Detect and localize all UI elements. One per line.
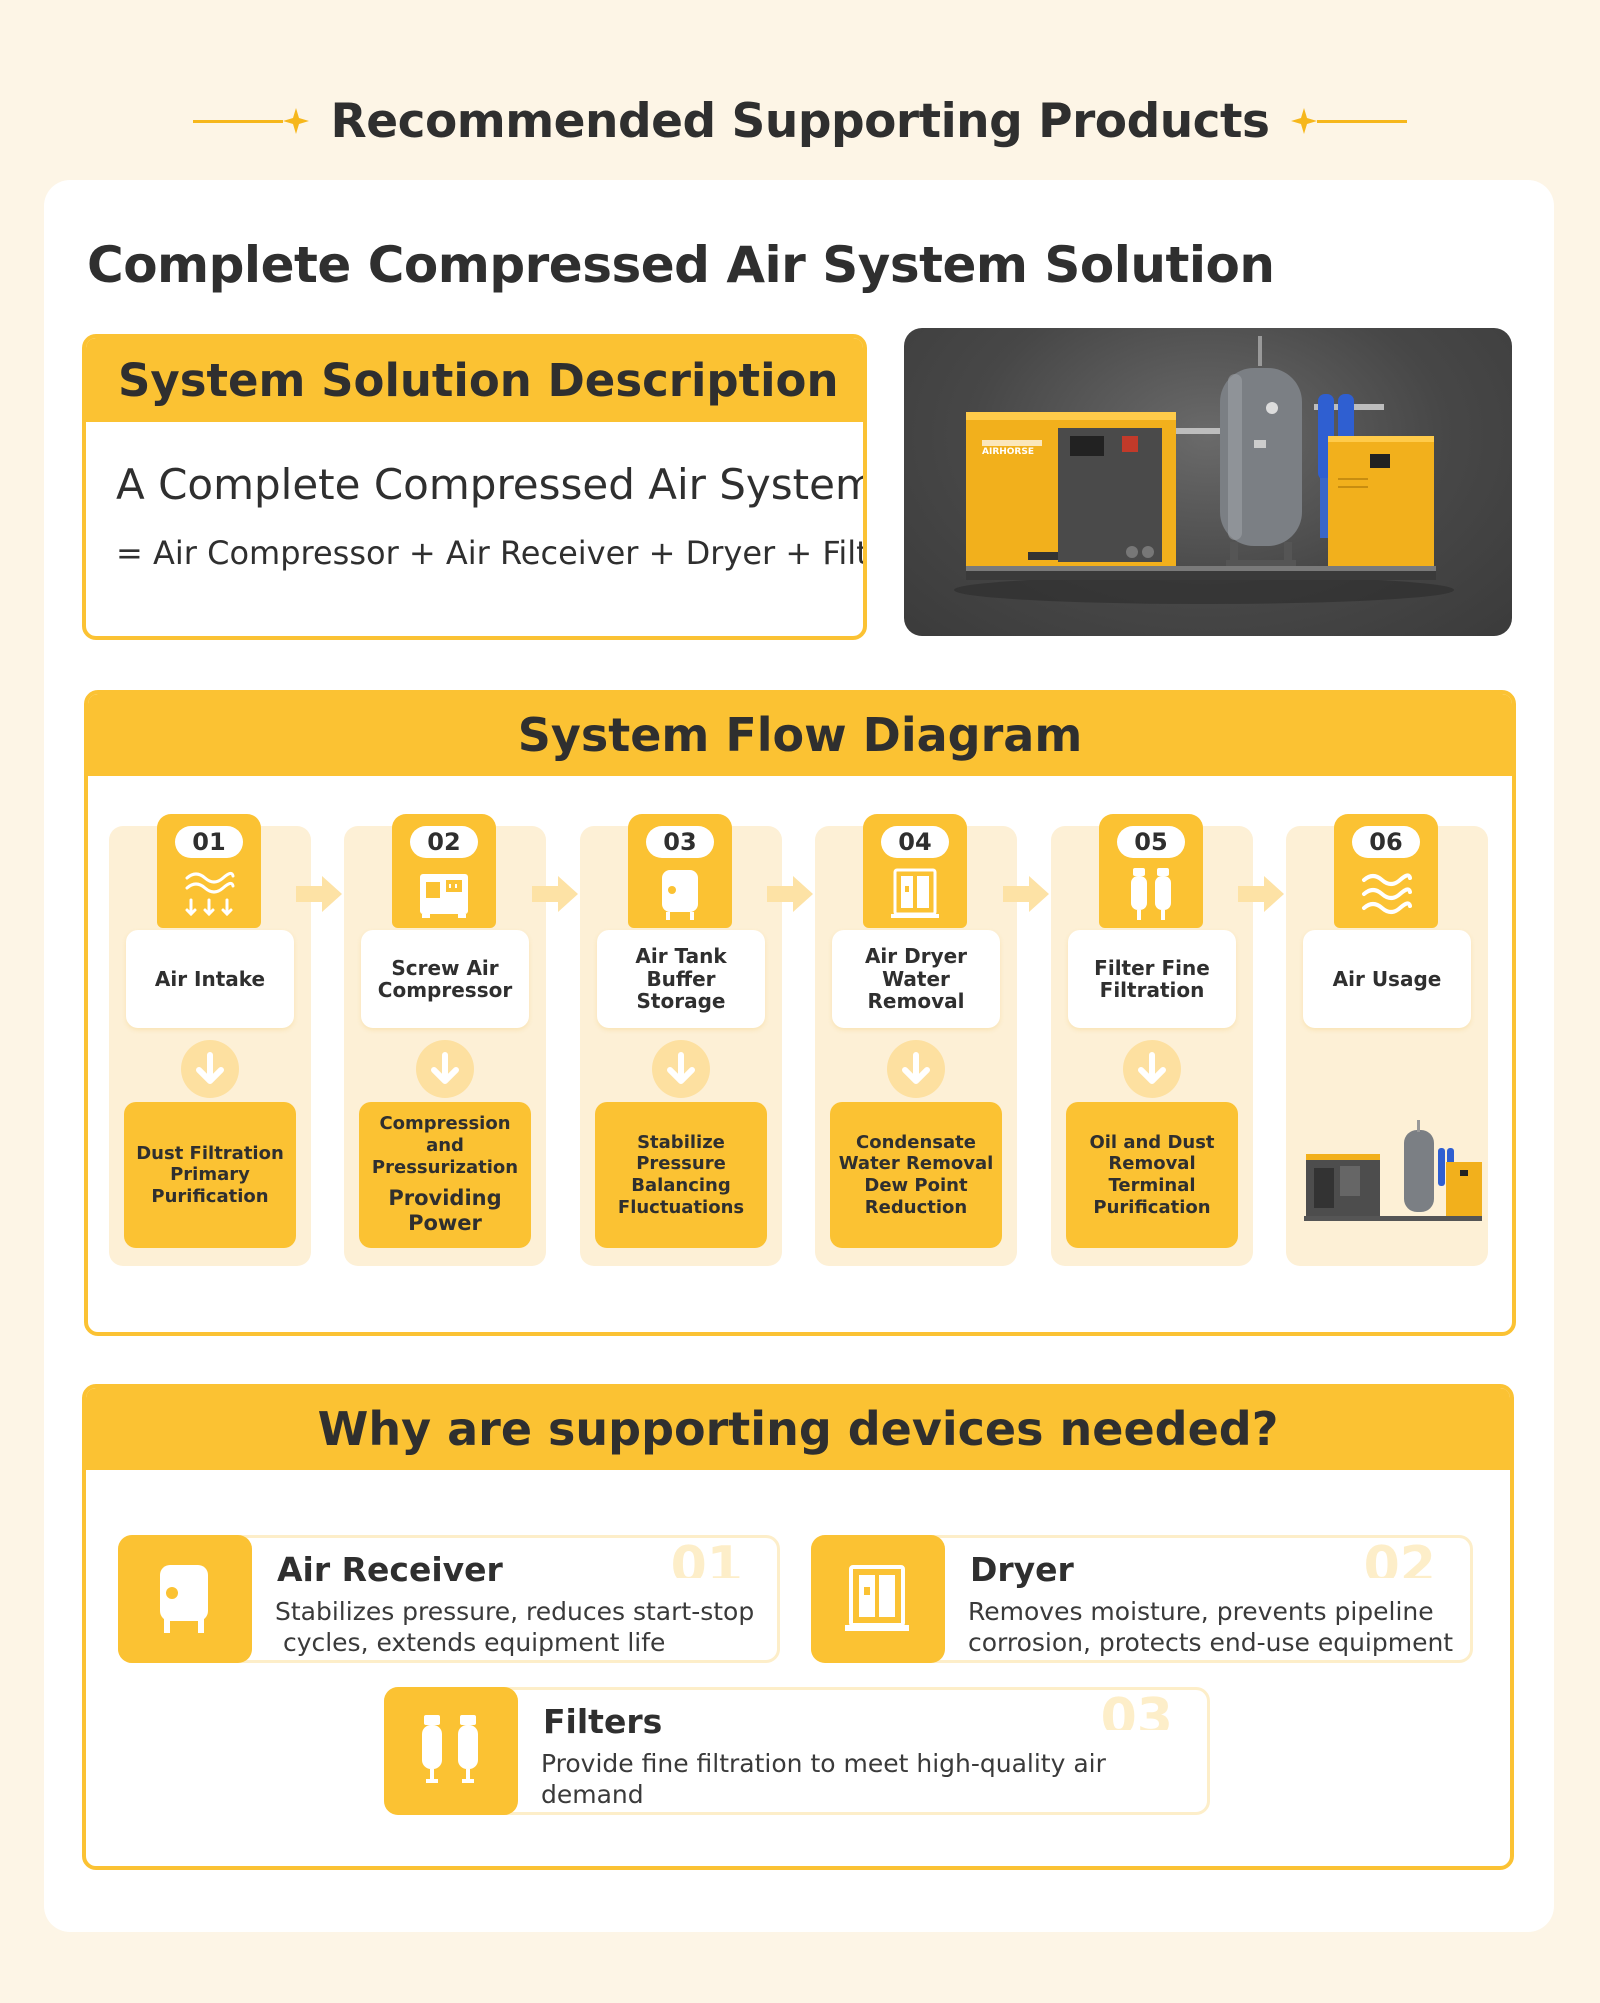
step-detail: Stabilize Pressure Balancing Fluctuation… (595, 1102, 767, 1248)
solution-heading: Complete Compressed Air System Solution (87, 236, 1275, 294)
solution-formula-title: A Complete Compressed Air System (116, 460, 867, 509)
reason-card-air-receiver: Air Receiver Stabilizes pressure, reduce… (118, 1535, 780, 1663)
flow-diagram-title: System Flow Diagram (88, 694, 1512, 776)
arrow-right-icon (1238, 876, 1284, 912)
screw-compressor-icon (420, 874, 468, 918)
step-number: 03 (646, 826, 714, 858)
reason-number: 03 (1100, 1690, 1173, 1730)
air-system-thumbnail (1304, 1120, 1482, 1221)
solution-formula: = Air Compressor + Air Receiver + Dryer … (116, 534, 867, 572)
solution-description-box: System Solution Description A Complete C… (82, 334, 867, 640)
air-receiver-icon (160, 1565, 208, 1633)
filter-icon (1131, 868, 1171, 920)
step-number-tab: 05 (1099, 814, 1203, 928)
air-usage-icon (1362, 873, 1412, 914)
step-number-tab: 03 (628, 814, 732, 928)
page-title: Recommended Supporting Products (330, 93, 1270, 149)
reason-description: Stabilizes pressure, reduces start-stop … (275, 1597, 755, 1658)
dryer-icon (845, 1565, 909, 1631)
reason-card-filters: Filters Provide fine filtration to meet … (384, 1687, 1210, 1815)
reason-title: Filters (543, 1702, 663, 1741)
title-decoration-right (1291, 108, 1408, 134)
sparkle-icon (282, 108, 309, 134)
step-label: Filter Fine Filtration (1068, 930, 1236, 1028)
step-number: 04 (881, 826, 949, 858)
arrow-down-icon (1123, 1040, 1181, 1098)
step-number: 01 (175, 826, 243, 858)
reason-title: Air Receiver (277, 1550, 503, 1589)
air-tank-icon (662, 870, 698, 920)
step-number: 02 (410, 826, 478, 858)
step-number-tab: 01 (157, 814, 261, 928)
sparkle-icon (1291, 108, 1318, 134)
arrow-right-icon (532, 876, 578, 912)
brand-label: AIRHORSE (982, 447, 1034, 457)
title-decoration-left (192, 108, 309, 134)
step-label: Air Dryer Water Removal (832, 930, 1000, 1028)
step-number: 06 (1352, 826, 1420, 858)
arrow-down-icon (652, 1040, 710, 1098)
compressed-air-system-illustration: AIRHORSE (954, 336, 1454, 604)
step-label: Screw Air Compressor (361, 930, 529, 1028)
arrow-down-icon (181, 1040, 239, 1098)
solution-box-title: System Solution Description (86, 338, 863, 422)
step-label: Air Tank Buffer Storage (597, 930, 765, 1028)
air-intake-icon (185, 871, 235, 917)
why-title: Why are supporting devices needed? (86, 1388, 1510, 1470)
reason-card-dryer: Dryer Removes moisture, prevents pipelin… (811, 1535, 1473, 1663)
step-detail: Oil and Dust Removal Terminal Purificati… (1066, 1102, 1238, 1248)
arrow-right-icon (1003, 876, 1049, 912)
step-number-tab: 04 (863, 814, 967, 928)
reason-description: Removes moisture, prevents pipeline corr… (968, 1597, 1454, 1658)
flow-diagram-box: System Flow Diagram (84, 690, 1516, 1336)
step-detail: Condensate Water Removal Dew Point Reduc… (830, 1102, 1002, 1248)
page-header: Recommended Supporting Products (0, 86, 1600, 156)
step-label: Air Intake (126, 930, 294, 1028)
filters-icon (422, 1715, 478, 1783)
arrow-down-icon (887, 1040, 945, 1098)
reason-description: Provide fine filtration to meet high-qua… (541, 1749, 1106, 1810)
arrow-down-icon (416, 1040, 474, 1098)
step-number-tab: 02 (392, 814, 496, 928)
step-number: 05 (1117, 826, 1185, 858)
step-number-tab: 06 (1334, 814, 1438, 928)
arrow-right-icon (767, 876, 813, 912)
reason-title: Dryer (970, 1550, 1074, 1589)
step-label: Air Usage (1303, 930, 1471, 1028)
arrow-right-icon (296, 876, 342, 912)
reason-number: 02 (1363, 1538, 1436, 1578)
system-photo: AIRHORSE (904, 328, 1512, 636)
air-dryer-icon (891, 868, 939, 918)
reason-number: 01 (670, 1538, 743, 1578)
step-detail: Compression and Pressurization Providing… (359, 1102, 531, 1248)
step-detail: Dust Filtration Primary Purification (124, 1102, 296, 1248)
